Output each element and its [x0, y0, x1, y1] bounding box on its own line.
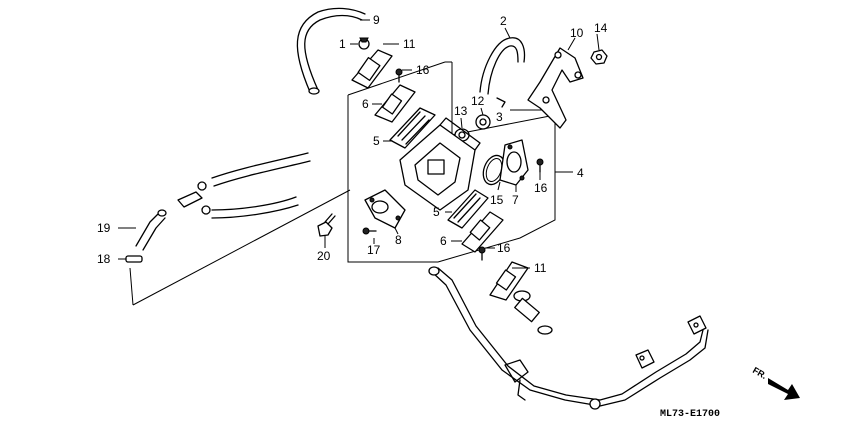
assembly-diag-line [451, 114, 556, 136]
direction-label: FR. [751, 365, 769, 381]
front-arrow-icon [768, 378, 800, 400]
hose-2 [479, 37, 526, 95]
callout-15: 15 [490, 193, 504, 207]
callout-6: 6 [362, 97, 369, 111]
breather-joint [177, 181, 211, 215]
cap-18 [125, 255, 143, 263]
group-connector-line [132, 189, 351, 306]
callout-1: 1 [339, 37, 346, 51]
callout-7: 7 [512, 193, 519, 207]
callout-12: 12 [471, 94, 485, 108]
callout-14: 14 [594, 21, 608, 35]
reed-valve-5-top [389, 107, 436, 149]
air-pipe [428, 266, 709, 410]
callout-18: 18 [97, 252, 111, 266]
breather-hose-upper [211, 152, 311, 187]
breather-housing-8 [364, 189, 406, 229]
callout-labels: 9 2 10 14 1 11 16 6 12 13 3 5 4 7 15 16 … [97, 13, 608, 275]
callout-17: 17 [367, 243, 381, 257]
front-direction-indicator: FR. [751, 365, 800, 400]
bolt-16-right [536, 158, 544, 173]
clip-3 [496, 97, 506, 108]
reed-cover-11 [351, 49, 393, 89]
bolt-16-top [395, 68, 403, 83]
assembly-right-bracket [437, 109, 556, 263]
hose-9 [296, 7, 366, 95]
group-connector-line-2 [129, 267, 134, 306]
elbow-tube-19 [135, 209, 167, 251]
callout-3: 3 [496, 110, 503, 124]
bolt-20 [317, 213, 336, 237]
reed-plate-6-bottom [461, 211, 504, 253]
callout-10: 10 [570, 26, 584, 40]
callout-16b: 16 [534, 181, 548, 195]
callout-16: 16 [416, 63, 430, 77]
breather-hose-lower [211, 196, 299, 219]
assembly-bracket-line [347, 95, 438, 263]
callout-19: 19 [97, 221, 111, 235]
clip-1 [358, 37, 370, 50]
flange-7 [499, 139, 529, 186]
callout-5: 5 [373, 134, 380, 148]
callout-13: 13 [454, 104, 468, 118]
nut-14 [590, 49, 608, 65]
callout-4: 4 [577, 166, 584, 180]
callout-5b: 5 [433, 205, 440, 219]
reed-valve-body [399, 117, 481, 211]
drawing-code: ML73-E1700 [660, 409, 720, 420]
bracket-10 [527, 47, 584, 129]
callout-16c: 16 [497, 241, 511, 255]
callout-11b: 11 [534, 261, 547, 275]
callout-8: 8 [395, 233, 402, 247]
screw-17 [362, 227, 377, 235]
reed-plate-6-top [374, 84, 416, 123]
callout-9: 9 [373, 13, 380, 27]
pipe-fitting-cluster [513, 290, 553, 335]
grommet-12 [475, 114, 491, 130]
callout-6b: 6 [440, 234, 447, 248]
assembly-top-line [347, 61, 446, 96]
callout-2: 2 [500, 14, 507, 28]
callout-20: 20 [317, 249, 331, 263]
bolt-16-bottom [478, 246, 486, 261]
reed-valve-5-bottom [447, 189, 489, 229]
callout-leaders [118, 19, 600, 269]
callout-11: 11 [403, 37, 416, 51]
